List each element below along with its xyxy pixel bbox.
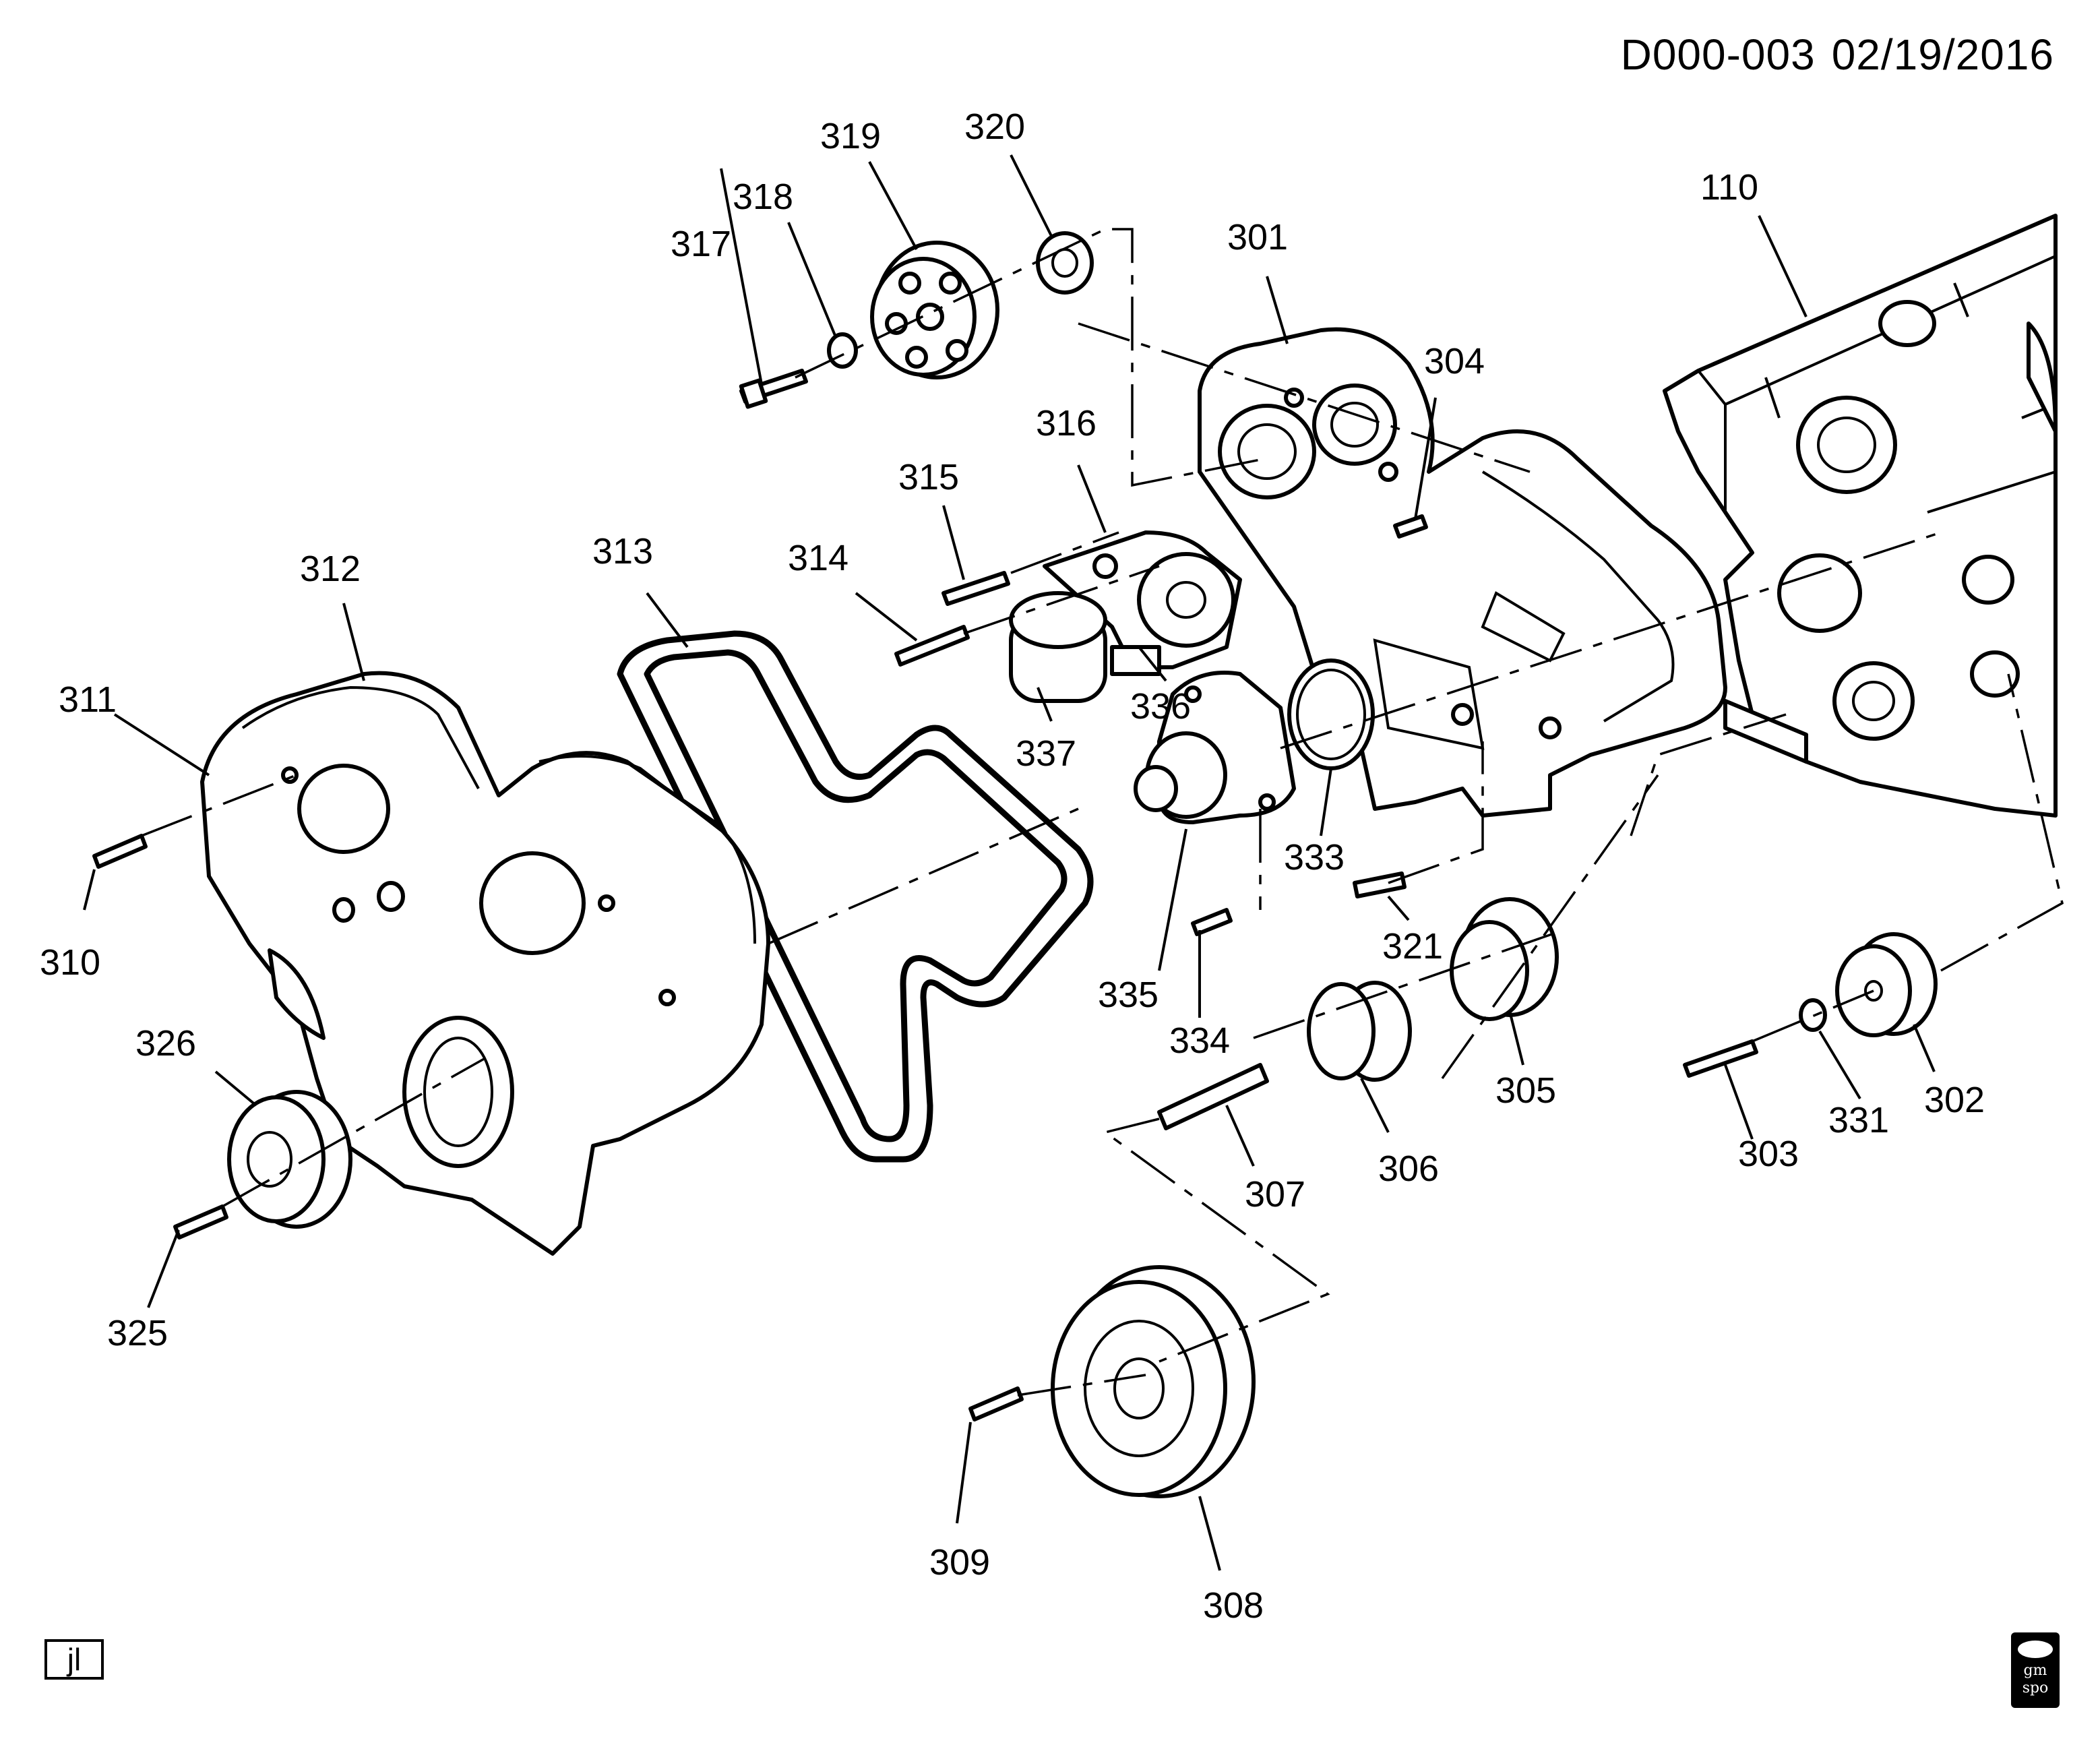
callout-336: 336	[1130, 686, 1191, 727]
callout-317: 317	[671, 224, 731, 264]
callout-314: 314	[788, 538, 848, 578]
callout-335: 335	[1098, 975, 1159, 1015]
callout-302: 302	[1924, 1080, 1985, 1120]
callout-308: 308	[1203, 1585, 1264, 1626]
callout-304: 304	[1424, 341, 1485, 381]
drive-belt-313	[617, 630, 1094, 1163]
engine-block-110	[1663, 214, 2058, 818]
callout-301: 301	[1227, 217, 1288, 257]
diagram-code: D000-003	[1620, 30, 1816, 79]
callout-325: 325	[107, 1313, 168, 1353]
callout-313: 313	[592, 531, 653, 572]
logo-oval	[2018, 1641, 2053, 1658]
callout-309: 309	[929, 1542, 990, 1583]
callout-306: 306	[1378, 1149, 1439, 1189]
pulley-326	[227, 1090, 352, 1229]
seal-320	[1036, 231, 1094, 295]
callout-305: 305	[1495, 1070, 1556, 1111]
callout-326: 326	[135, 1023, 196, 1064]
o-ring-333	[1287, 659, 1375, 770]
tensioner-assembly-316	[1009, 530, 1242, 703]
callout-318: 318	[733, 177, 793, 217]
assembly-lines	[141, 228, 2064, 1397]
sprocket-306	[1307, 981, 1412, 1082]
callout-labels: 110 301 302 303 304 305 306 307 308 309 …	[40, 106, 1985, 1626]
callout-110: 110	[1700, 167, 1758, 208]
leader-lines	[83, 154, 1936, 1571]
callout-315: 315	[898, 457, 959, 497]
diagram-header: D000-003 02/19/2016	[1605, 30, 2054, 80]
callout-331: 331	[1828, 1100, 1889, 1140]
callout-321: 321	[1382, 926, 1443, 967]
callout-319: 319	[820, 116, 881, 156]
callout-312: 312	[300, 549, 361, 589]
timing-cover-front-311-312	[200, 671, 770, 1256]
callout-334: 334	[1169, 1020, 1230, 1061]
balancer-308	[1051, 1265, 1256, 1498]
callout-307: 307	[1245, 1174, 1305, 1215]
callout-303: 303	[1738, 1134, 1799, 1174]
washer-318	[827, 332, 858, 369]
callout-310: 310	[40, 942, 100, 983]
callout-337: 337	[1016, 733, 1076, 774]
sprocket-305	[1450, 897, 1559, 1021]
corner-tag: jl	[44, 1639, 104, 1680]
water-pump-335	[1134, 671, 1296, 824]
bolts	[92, 369, 1758, 1421]
callout-320: 320	[964, 106, 1025, 147]
callout-333: 333	[1284, 837, 1345, 878]
idler-pulley-302	[1835, 932, 1938, 1037]
diagram-date: 02/19/2016	[1831, 30, 2054, 79]
callout-311: 311	[59, 679, 117, 720]
callout-316: 316	[1036, 403, 1097, 443]
